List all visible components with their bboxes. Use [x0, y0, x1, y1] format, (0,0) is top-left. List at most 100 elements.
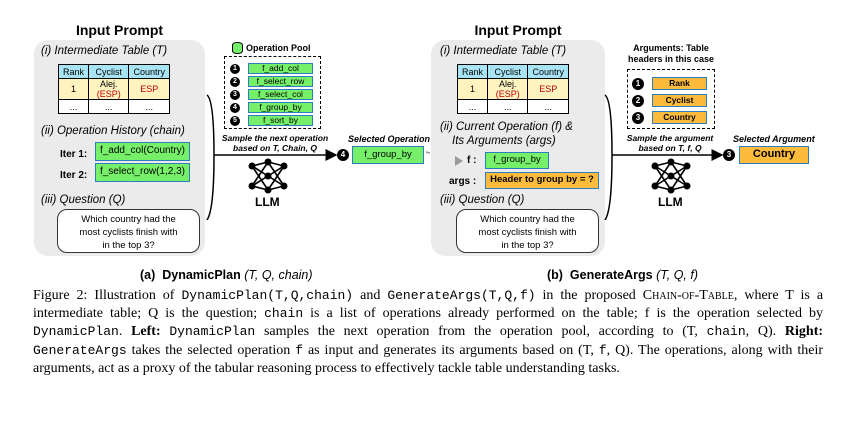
question-line: Which country had the: [480, 214, 575, 225]
subcaption-prefix: (b): [547, 268, 563, 282]
left-intermediate-table: Rank Cyclist Country 1 Alej. (ESP) ESP .…: [57, 64, 170, 114]
table-cell: ...: [487, 99, 529, 114]
caption-code: GenerateArgs: [33, 342, 127, 358]
pool-item: f_add_col: [248, 63, 313, 74]
arg-item: Rank: [652, 77, 707, 90]
table-cell: ...: [527, 99, 569, 114]
caption-code: DynamicPlan: [181, 288, 268, 303]
left-subcaption: (a) DynamicPlan (T, Q, chain): [140, 268, 313, 282]
pool-item: f_group_by: [248, 102, 313, 113]
right-llm-network-icon: [651, 158, 691, 194]
pool-number: 5: [230, 115, 240, 126]
caption-method-name: Chain-of-Table: [642, 288, 734, 303]
right-selected-argument: Country: [739, 146, 809, 164]
arguments-box: [627, 69, 715, 129]
right-sample-text: Sample the argument based on T, f, Q: [614, 133, 726, 153]
arguments-title-line: Arguments: Table: [633, 43, 709, 53]
left-input-prompt-title: Input Prompt: [75, 22, 164, 38]
sample-text-line: Sample the next operation: [221, 133, 329, 143]
left-selected-operation: f_group_by: [352, 146, 424, 164]
table-cell: ...: [128, 99, 170, 114]
figure-caption: Figure 2: Illustration of DynamicPlan(T,…: [33, 287, 823, 378]
iter2-operation: f_select_row(1,2,3): [95, 163, 190, 182]
operation-pool-title: Operation Pool: [246, 43, 311, 53]
right-question-label: (iii) Question (Q): [440, 194, 525, 206]
table-header-cell: Country: [527, 64, 569, 79]
arguments-title-line: headers in this case: [627, 54, 715, 64]
f-label: f :: [467, 155, 477, 166]
iter1-operation: f_add_col(Country): [95, 142, 190, 161]
caption-text: is a list of operations already performe…: [310, 306, 823, 322]
right-subcaption: (b) GenerateArgs (T, Q, f): [547, 268, 698, 282]
caption-bold: Right:: [784, 324, 824, 340]
table-cell: 1: [57, 78, 90, 100]
question-line: Which country had the: [81, 214, 176, 225]
table-cell: ESP: [527, 78, 569, 100]
left-selected-title: Selected Operation: [348, 134, 431, 144]
pool-item: f_select_col: [248, 89, 313, 100]
pool-number: 2: [230, 76, 240, 87]
pool-number: 1: [230, 63, 240, 74]
right-table-label: (i) Intermediate Table (T): [440, 45, 567, 57]
caption-text: samples the next operation from the oper…: [263, 324, 698, 340]
caption-text: as input and generates its arguments bas…: [307, 342, 594, 358]
caption-code: chain: [706, 324, 746, 340]
left-question-label: (iii) Question (Q): [41, 194, 126, 206]
table-header-cell: Rank: [456, 64, 489, 79]
table-cell: ...: [88, 99, 130, 114]
caption-code: DynamicPlan: [33, 324, 119, 340]
table-header-cell: Cyclist: [88, 64, 130, 79]
pool-number: 3: [230, 89, 240, 100]
current-label-line: Its Arguments (args): [452, 135, 556, 147]
caption-text: takes the selected operation: [131, 342, 291, 358]
table-header-cell: Rank: [57, 64, 90, 79]
caption-code: (T,Q,chain): [267, 288, 354, 303]
question-line: in the top 3?: [501, 240, 554, 251]
table-cell: ...: [456, 99, 489, 114]
iter1-label: Iter 1:: [60, 149, 88, 160]
right-flow-arrows: [604, 94, 724, 220]
subcaption-name: GenerateArgs: [569, 268, 653, 282]
subcaption-args: (T, Q, f): [656, 268, 698, 282]
left-flow-arrows: [206, 94, 338, 220]
right-intermediate-table: Rank Cyclist Country 1 Alej. (ESP) ESP .…: [456, 64, 569, 114]
right-current-operation: f_group_by: [485, 152, 549, 169]
caption-fig-label: Figure 2:: [33, 288, 88, 303]
right-llm-label: LLM: [658, 195, 683, 209]
left-history-label: (ii) Operation History (chain): [41, 125, 185, 137]
caption-code: DynamicPlan: [169, 324, 256, 340]
arg-item: Cyclist: [652, 94, 707, 107]
question-line: in the top 3?: [102, 240, 155, 251]
question-line: most cyclists finish with: [79, 227, 178, 238]
table-cell: ESP: [128, 78, 170, 100]
caption-bold: Left:: [131, 324, 161, 340]
right-selected-title: Selected Argument: [733, 134, 815, 144]
left-question-box: Which country had the most cyclists fini…: [57, 209, 200, 253]
arg-number: 1: [632, 77, 644, 90]
left-step-number: 4: [337, 149, 349, 161]
sample-text-line: Sample the argument: [626, 133, 714, 143]
left-llm-network-icon: [248, 158, 288, 194]
caption-code: f: [295, 342, 303, 358]
arg-number: 3: [632, 111, 644, 124]
caption-text: .: [118, 324, 123, 340]
pool-number: 4: [230, 102, 240, 113]
subcaption-args: (T, Q, chain): [244, 268, 313, 282]
f-pointer-icon: [455, 156, 463, 166]
arg-item: Country: [652, 111, 707, 124]
right-question-box: Which country had the most cyclists fini…: [456, 209, 599, 253]
args-value: Header to group by = ?: [485, 172, 599, 189]
right-input-prompt-title: Input Prompt: [474, 22, 562, 38]
right-step-number: 3: [723, 149, 735, 161]
arguments-title: Arguments: Table headers in this case: [626, 43, 716, 65]
right-current-label: (ii) Current Operation (f) & Its Argumen…: [440, 120, 573, 148]
table-cell: Alej. (ESP): [88, 78, 130, 100]
table-header-cell: Cyclist: [487, 64, 529, 79]
left-table-label: (i) Intermediate Table (T): [41, 45, 168, 57]
caption-code: (T,Q,f): [480, 288, 536, 303]
table-cell: ...: [57, 99, 90, 114]
table-header-cell: Country: [128, 64, 170, 79]
left-sample-text: Sample the next operation based on T, Ch…: [214, 133, 336, 153]
caption-text: , Q). The operations, along with their a…: [33, 342, 824, 376]
